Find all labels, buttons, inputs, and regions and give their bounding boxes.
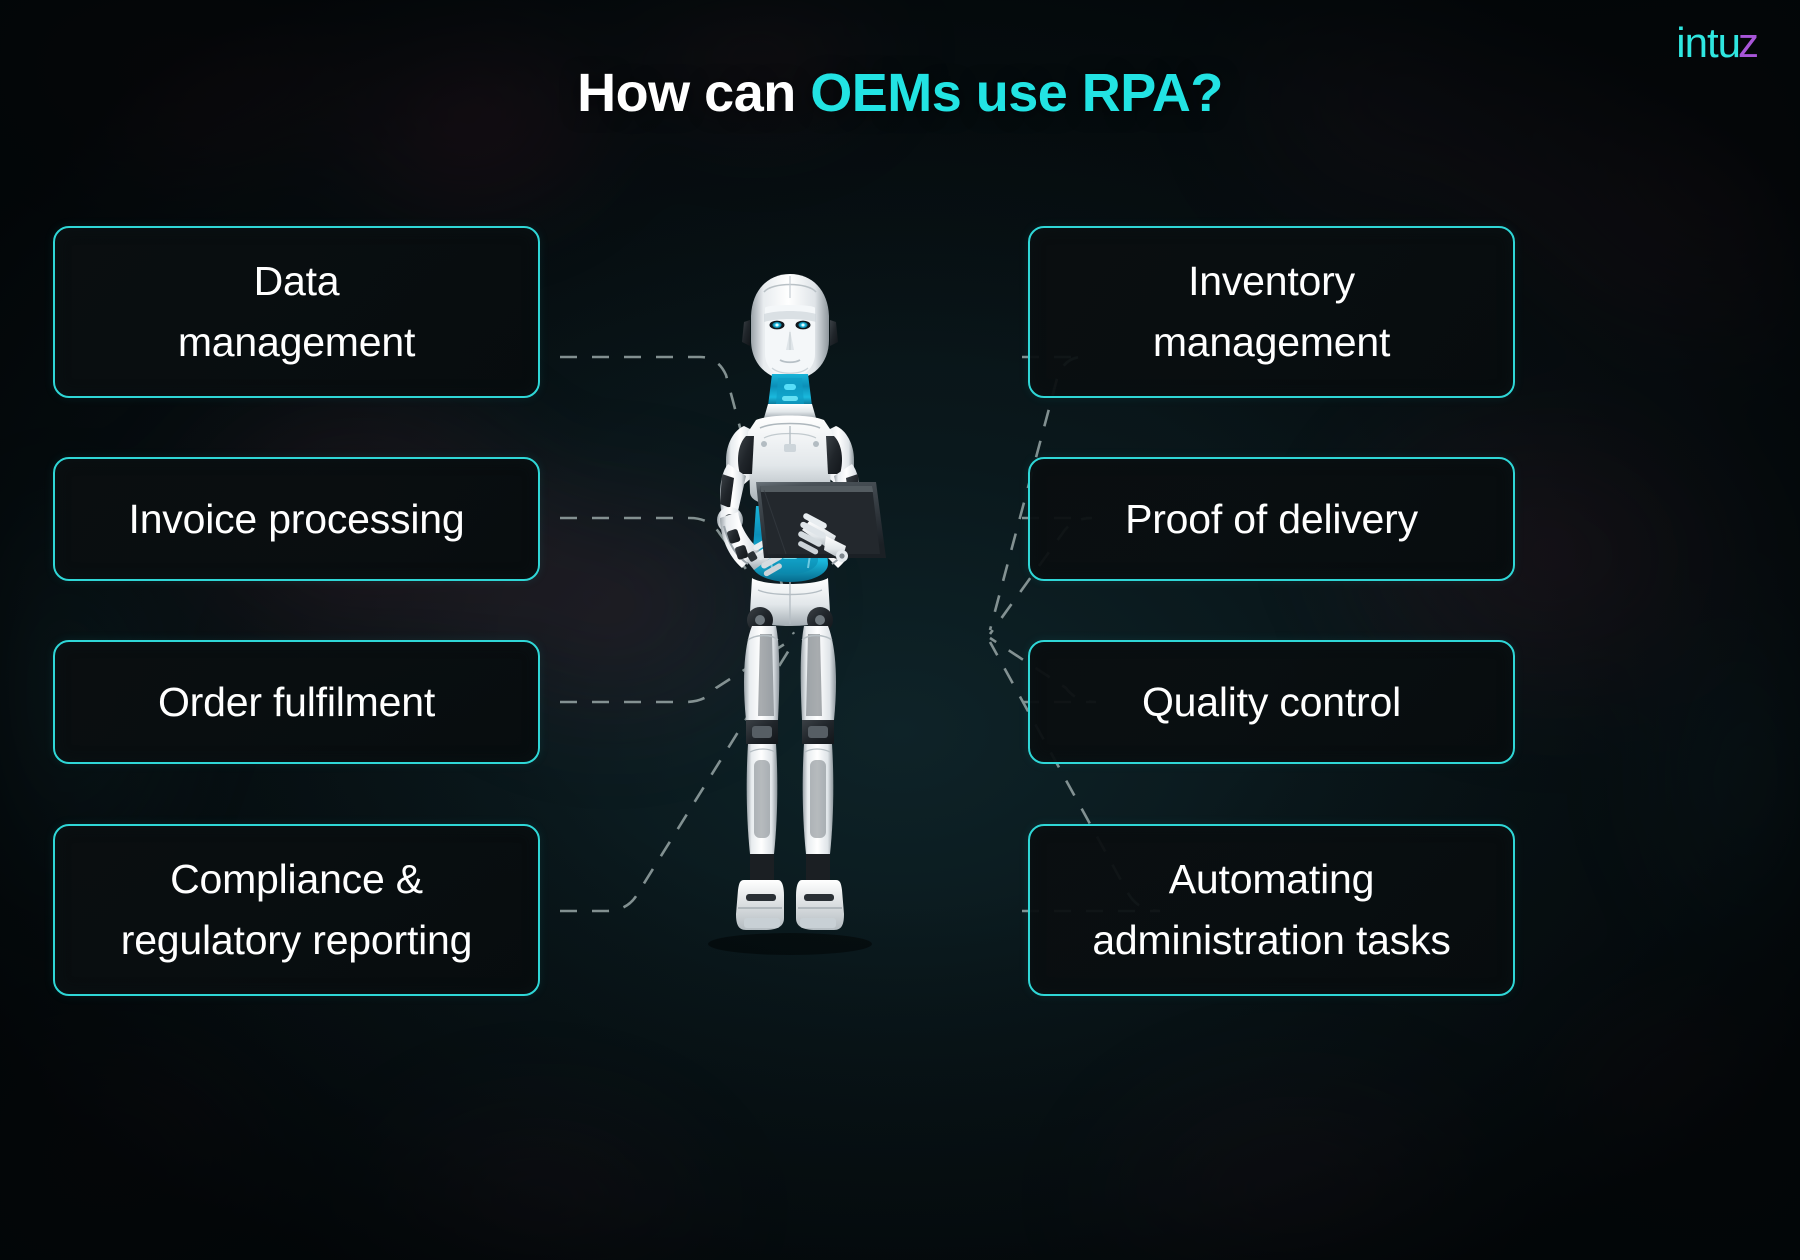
card-line: Inventory — [1188, 258, 1355, 305]
card-order-fulfilment[interactable]: Order fulfilment — [53, 640, 540, 764]
card-data-management[interactable]: Data management — [53, 226, 540, 398]
card-invoice-processing[interactable]: Invoice processing — [53, 457, 540, 581]
page-title-highlight: OEMs use RPA? — [810, 63, 1223, 123]
page-title: How can OEMs use RPA? — [0, 62, 1800, 124]
card-line: regulatory reporting — [120, 917, 473, 963]
robot-tablet — [756, 482, 886, 558]
card-line: management — [177, 319, 416, 365]
card-line: administration tasks — [1092, 917, 1451, 963]
card-line: Proof of delivery — [1125, 495, 1418, 542]
card-quality-control[interactable]: Quality control — [1028, 640, 1515, 764]
robot-right-hand — [798, 513, 848, 562]
card-line: Order fulfilment — [157, 678, 436, 725]
robot-head — [742, 274, 838, 380]
humanoid-robot-illustration — [708, 274, 886, 955]
connector-left-4 — [560, 641, 796, 913]
card-line: Compliance & — [170, 856, 423, 903]
page-title-prefix: How can — [577, 63, 811, 123]
brand-logo-main: intu — [1676, 19, 1741, 66]
brand-logo-accent: z — [1738, 19, 1759, 66]
card-proof-of-delivery[interactable]: Proof of delivery — [1028, 457, 1515, 581]
card-line: Automating — [1168, 856, 1375, 903]
robot-neck — [764, 374, 816, 418]
card-line: Quality control — [1141, 678, 1402, 725]
card-line: Data — [253, 258, 340, 305]
card-inventory-management[interactable]: Inventory management — [1028, 226, 1515, 398]
robot-legs — [736, 607, 844, 930]
connector-left-2 — [560, 516, 796, 635]
connector-left-1 — [560, 355, 796, 631]
connector-left-3 — [560, 636, 795, 704]
card-automating-administration-tasks[interactable]: Automating administration tasks — [1028, 824, 1515, 996]
card-line: management — [1152, 319, 1391, 365]
card-line: Invoice processing — [128, 495, 465, 542]
card-compliance-regulatory-reporting[interactable]: Compliance & regulatory reporting — [53, 824, 540, 996]
